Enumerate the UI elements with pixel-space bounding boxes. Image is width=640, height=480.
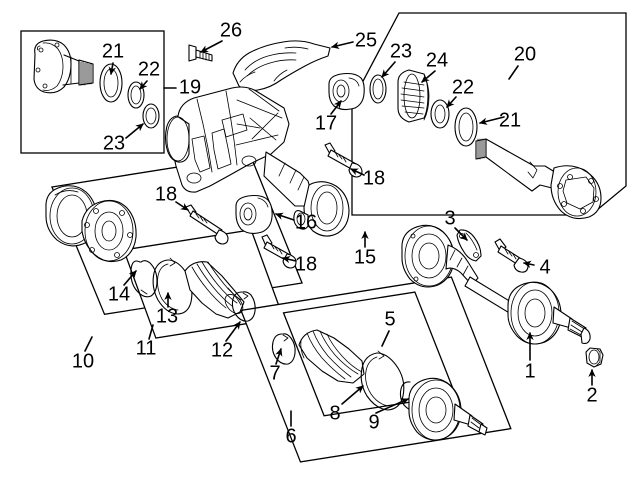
part-21-seal-left bbox=[99, 63, 123, 103]
part-front-stub-axle bbox=[33, 39, 94, 94]
part-18-bolt-left bbox=[185, 204, 229, 245]
part-2-axle-nut bbox=[585, 347, 604, 368]
callout-1: 1 bbox=[524, 360, 535, 382]
bearing-rollers bbox=[400, 81, 425, 115]
part-8-clamp-large-front bbox=[360, 350, 405, 411]
part-17-bushing bbox=[328, 72, 365, 111]
callout-17: 17 bbox=[315, 112, 337, 134]
part-23-seal-right bbox=[369, 74, 387, 104]
part-16-bushing bbox=[235, 194, 273, 235]
callout-2: 2 bbox=[586, 384, 597, 406]
callout-21-left: 21 bbox=[102, 40, 124, 62]
callout-18-left: 18 bbox=[155, 183, 177, 205]
callout-5: 5 bbox=[384, 308, 395, 330]
spline-hatch bbox=[80, 61, 92, 86]
callout-22-left: 22 bbox=[138, 58, 160, 80]
callout-25: 25 bbox=[355, 29, 377, 51]
callout-3: 3 bbox=[444, 207, 455, 229]
part-front-boot bbox=[298, 329, 365, 384]
part-differential-housing bbox=[164, 86, 350, 237]
part-23-seal-left bbox=[142, 103, 160, 129]
callout-24: 24 bbox=[426, 49, 448, 71]
callout-22-right: 22 bbox=[452, 76, 474, 98]
callout-11: 11 bbox=[136, 337, 157, 359]
callout-14: 14 bbox=[108, 283, 130, 305]
callout-23-left: 23 bbox=[103, 132, 125, 154]
part-rear-boot bbox=[184, 261, 245, 319]
callout-15: 15 bbox=[354, 246, 376, 268]
callout-18-lower: 18 bbox=[295, 253, 317, 275]
leader-lines bbox=[84, 40, 596, 427]
part-front-cv-joint-inner bbox=[408, 377, 488, 441]
part-25-heat-shield bbox=[232, 40, 331, 92]
callout-23-right: 23 bbox=[390, 40, 412, 62]
part-rear-stub-shaft bbox=[475, 138, 602, 220]
part-12-clamp-small-rear bbox=[231, 291, 256, 322]
callout-9: 9 bbox=[368, 411, 379, 433]
callout-21-right: 21 bbox=[499, 109, 521, 131]
part-21-seal-right bbox=[454, 107, 478, 147]
part-1-axle-shaft-assembly bbox=[401, 224, 591, 345]
callout-10: 10 bbox=[72, 350, 94, 372]
callout-13: 13 bbox=[156, 305, 178, 327]
callout-6: 6 bbox=[285, 425, 296, 447]
callout-20: 20 bbox=[514, 43, 536, 65]
part-7-clamp-small-front bbox=[271, 333, 296, 365]
callout-4: 4 bbox=[539, 256, 550, 278]
callout-18-right: 18 bbox=[363, 167, 385, 189]
callout-12: 12 bbox=[211, 339, 233, 361]
callout-7: 7 bbox=[269, 362, 280, 384]
part-14-circlip-rear bbox=[130, 260, 158, 298]
part-22-seal-right bbox=[430, 99, 450, 129]
callout-19: 19 bbox=[179, 76, 201, 98]
callout-labels: 1 2 3 4 5 6 7 8 9 10 11 12 13 14 15 16 1… bbox=[72, 19, 598, 447]
callout-8: 8 bbox=[329, 402, 340, 424]
callout-26: 26 bbox=[220, 19, 242, 41]
callout-16: 16 bbox=[295, 211, 317, 233]
part-26-bolt bbox=[188, 44, 213, 62]
part-24-roller-bearing bbox=[397, 69, 430, 123]
part-22-seal-left bbox=[127, 81, 145, 109]
spline-hatch-right bbox=[477, 138, 485, 160]
part-4-bolt bbox=[494, 238, 529, 273]
part-rear-cv-joint-flange bbox=[81, 199, 137, 263]
